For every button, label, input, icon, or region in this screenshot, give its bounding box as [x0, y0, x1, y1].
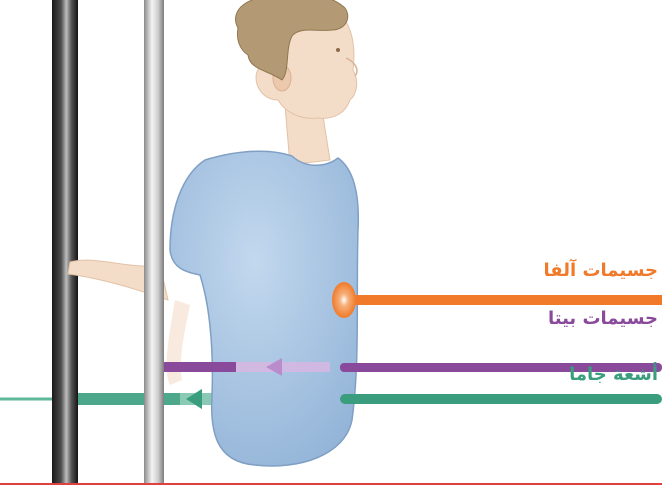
thin-barrier [144, 0, 164, 485]
shirt [170, 151, 358, 466]
alpha-absorption-glow [332, 282, 356, 318]
gamma-rays-label: أشعة جاما [569, 366, 658, 384]
gamma-ray-beam-outer [340, 394, 662, 404]
beta-particles-label: جسيمات بيتا [548, 310, 658, 328]
lead-barrier [52, 0, 78, 485]
alpha-particles-label: جسيمات آلفا [544, 262, 658, 280]
